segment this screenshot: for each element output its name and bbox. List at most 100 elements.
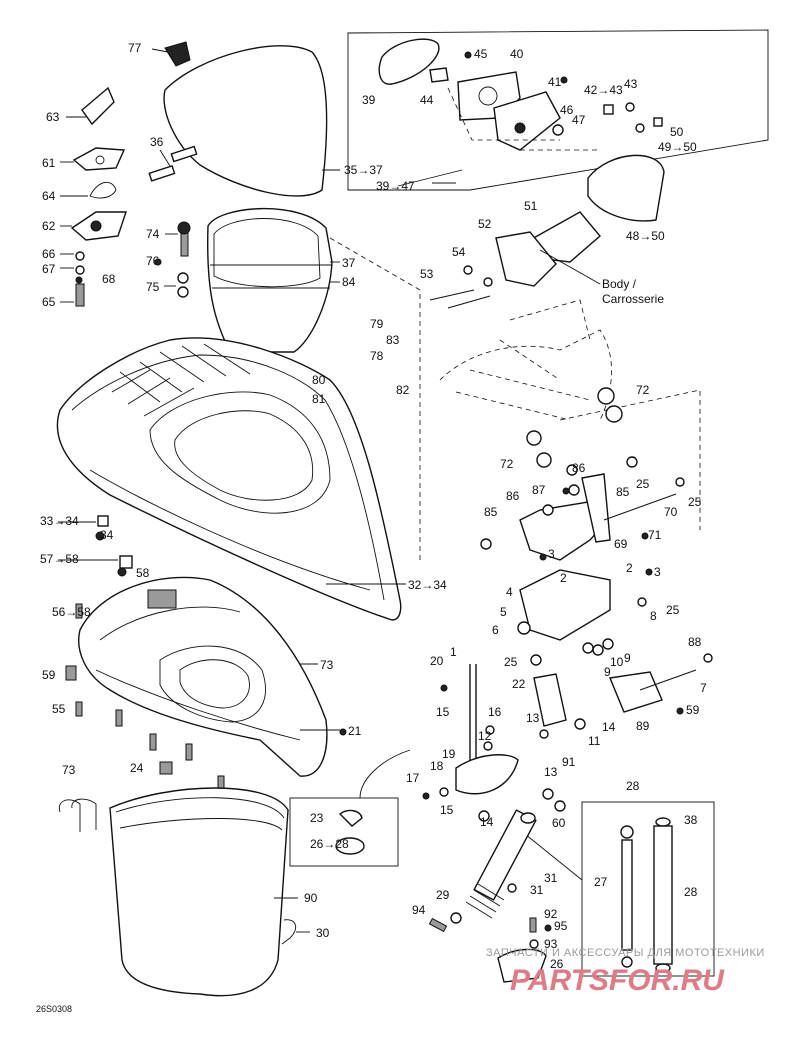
callout: 57→58 bbox=[40, 552, 79, 566]
callout: 52 bbox=[478, 217, 492, 231]
callout: 8 bbox=[650, 609, 657, 623]
callout: 27 bbox=[594, 875, 608, 889]
callout: 3 bbox=[548, 547, 555, 561]
callout: 1 bbox=[450, 645, 457, 659]
callout: 20 bbox=[430, 654, 444, 668]
callout-labels: 77 63 61 64 62 66 67 68 65 36 35→37 74 7… bbox=[40, 41, 707, 971]
latch-part-77 bbox=[164, 41, 191, 67]
callout: 7 bbox=[700, 681, 707, 695]
callout: 25 bbox=[636, 477, 650, 491]
callout: 42→43 bbox=[584, 83, 623, 97]
tie-part-64 bbox=[89, 181, 117, 199]
lock-part-41 bbox=[493, 91, 561, 151]
callout: 36 bbox=[150, 135, 164, 149]
callout: 41 bbox=[548, 75, 562, 89]
callout: 28 bbox=[684, 885, 698, 899]
callout: 15 bbox=[440, 803, 454, 817]
callout: 23 bbox=[310, 811, 324, 825]
bracket-part-1 bbox=[533, 673, 567, 727]
callout: 22 bbox=[512, 677, 526, 691]
callout: 60 bbox=[552, 816, 566, 830]
body-shell-part-32 bbox=[56, 337, 402, 621]
gas-spring-box bbox=[581, 801, 715, 977]
callout: 64 bbox=[42, 189, 56, 203]
nut-part-42 bbox=[603, 104, 614, 115]
callout: 25 bbox=[666, 603, 680, 617]
callout: 62 bbox=[42, 219, 56, 233]
callout: 43 bbox=[624, 77, 638, 91]
callout: 73 bbox=[62, 763, 76, 777]
callout: 50 bbox=[670, 125, 684, 139]
callout: 45 bbox=[474, 47, 488, 61]
callout: 53 bbox=[420, 267, 434, 281]
link-part-7 bbox=[609, 671, 663, 713]
clip-part-24 bbox=[338, 809, 363, 827]
callout: 55 bbox=[52, 702, 66, 716]
callout: 59 bbox=[686, 703, 700, 717]
damper-part-27 bbox=[653, 817, 673, 973]
callout: 75 bbox=[146, 280, 160, 294]
callout: 72 bbox=[636, 383, 650, 397]
callout: 10 bbox=[610, 655, 624, 669]
callout: 94 bbox=[412, 903, 426, 917]
callout: 85 bbox=[484, 505, 498, 519]
callout: 28 bbox=[626, 779, 640, 793]
handle-part-90 bbox=[281, 919, 297, 945]
callout: 29 bbox=[436, 888, 450, 902]
callout: 82 bbox=[396, 383, 410, 397]
callout: 31 bbox=[530, 883, 544, 897]
grommet-part-23 bbox=[335, 837, 365, 855]
callout: 85 bbox=[616, 485, 630, 499]
bin-part-38 bbox=[109, 787, 289, 997]
callout: 72 bbox=[500, 457, 514, 471]
frame-outline bbox=[329, 237, 701, 560]
callout: 33→34 bbox=[40, 514, 79, 528]
callout: 74 bbox=[146, 227, 160, 241]
callout: 26→28 bbox=[310, 837, 349, 851]
watermark-logo: PARTSFOR.RU bbox=[510, 964, 725, 997]
callout: 61 bbox=[42, 156, 56, 170]
callout: 67 bbox=[42, 262, 56, 276]
callout: 9 bbox=[624, 651, 631, 665]
callout: 34 bbox=[100, 528, 114, 542]
callout: 12 bbox=[478, 729, 492, 743]
lever-assembly bbox=[455, 664, 586, 795]
knob-part-44 bbox=[429, 67, 449, 83]
callout: 88 bbox=[688, 635, 702, 649]
callout: 39→47 bbox=[376, 179, 415, 193]
cover-part-39 bbox=[378, 38, 440, 85]
callout: 69 bbox=[614, 537, 628, 551]
callout: 70 bbox=[664, 505, 678, 519]
callout: 31 bbox=[544, 871, 558, 885]
callout: 39 bbox=[362, 93, 376, 107]
callout: 19 bbox=[442, 747, 456, 761]
callout: 37 bbox=[342, 256, 356, 270]
callout: 30 bbox=[316, 926, 330, 940]
foam-part-36 bbox=[148, 164, 176, 182]
callout: 71 bbox=[648, 528, 662, 542]
callout: 93 bbox=[544, 937, 558, 951]
callout: 84 bbox=[342, 275, 356, 289]
shock-absorber bbox=[465, 809, 537, 919]
callout: 48→50 bbox=[626, 229, 665, 243]
callout: 79 bbox=[370, 317, 384, 331]
callout: 17 bbox=[406, 771, 420, 785]
underbody-liner-part-56 bbox=[78, 576, 328, 777]
callout: 14 bbox=[480, 815, 494, 829]
drawing-code: 26S0308 bbox=[36, 1004, 72, 1014]
bracket-part-63 bbox=[81, 86, 115, 126]
callout: 25 bbox=[688, 495, 702, 509]
callout: 87 bbox=[532, 483, 546, 497]
callout: 2 bbox=[560, 571, 567, 585]
callout: 73 bbox=[320, 658, 334, 672]
hinge-part-61 bbox=[72, 147, 126, 171]
strap-part-60 bbox=[58, 798, 97, 832]
callout: 83 bbox=[386, 333, 400, 347]
callout: 89 bbox=[636, 719, 650, 733]
callout: 65 bbox=[42, 295, 56, 309]
callout: 14 bbox=[602, 720, 616, 734]
callout: 59 bbox=[42, 668, 56, 682]
callout: 9 bbox=[604, 665, 611, 679]
callout: 54 bbox=[452, 245, 466, 259]
